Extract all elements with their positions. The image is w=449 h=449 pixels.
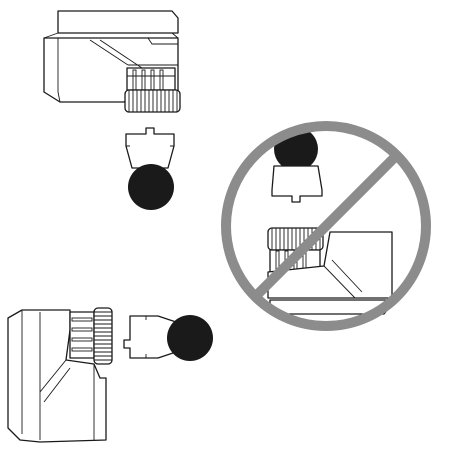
prohibited-assembly	[221, 121, 431, 331]
side-device-assembly	[7, 307, 113, 443]
upright-lamp-ball	[128, 164, 174, 210]
sideways-lamp-ball	[167, 315, 213, 361]
sideways-lamp	[123, 315, 213, 361]
top-lamp-socket	[126, 67, 176, 91]
side-knurled-ring	[93, 307, 113, 365]
no-entry-sign-icon	[221, 121, 431, 331]
upright-lamp	[125, 127, 175, 210]
side-lamp-socket	[69, 311, 95, 359]
side-device-body	[7, 309, 107, 443]
top-device-assembly	[43, 10, 181, 113]
top-knurled-ring	[124, 89, 181, 113]
